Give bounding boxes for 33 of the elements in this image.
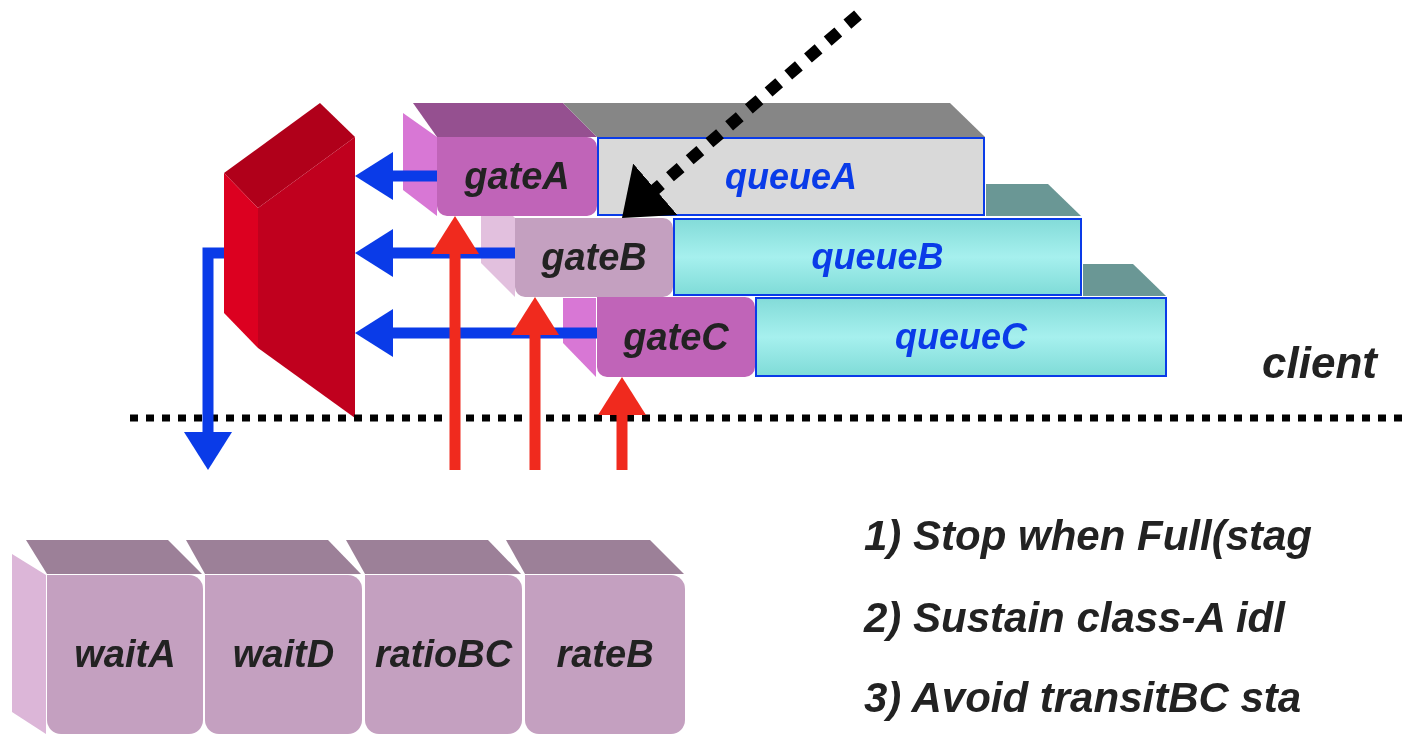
node-label: ratioBC — [374, 633, 513, 676]
arrow — [355, 229, 515, 277]
zone-label: client — [1262, 338, 1377, 388]
gate-block — [437, 137, 597, 216]
node-label: waitA — [74, 633, 176, 676]
arrow — [184, 247, 232, 470]
arrow — [431, 216, 479, 470]
node-label: queueC — [895, 316, 1027, 358]
arrow — [622, 10, 862, 218]
gate-block — [597, 297, 755, 377]
node-label: queueB — [811, 236, 944, 278]
queue-block — [755, 297, 1167, 377]
rule-text: 2) Sustain class-A idl — [864, 594, 1285, 642]
rule-text: 1) Stop when Full(stag — [864, 512, 1312, 560]
gate-block — [515, 218, 673, 297]
arrow — [598, 377, 646, 470]
arrow — [355, 309, 597, 357]
arrow — [355, 152, 437, 200]
variable-block — [525, 575, 685, 734]
node-label: gateB — [541, 236, 647, 279]
node-label: rateB — [556, 633, 654, 676]
queue-block — [673, 218, 1082, 296]
node-label: queueA — [725, 155, 857, 198]
queue-block — [597, 137, 985, 216]
variable-block — [47, 575, 203, 734]
node-label: gateC — [623, 315, 729, 359]
arrow — [511, 297, 559, 470]
node-label: gateA — [464, 155, 570, 198]
variable-block — [205, 575, 362, 734]
wall-block — [224, 103, 355, 418]
variable-block — [365, 575, 522, 734]
rule-text: 3) Avoid transitBC sta — [864, 674, 1302, 722]
node-label: waitD — [232, 633, 335, 676]
